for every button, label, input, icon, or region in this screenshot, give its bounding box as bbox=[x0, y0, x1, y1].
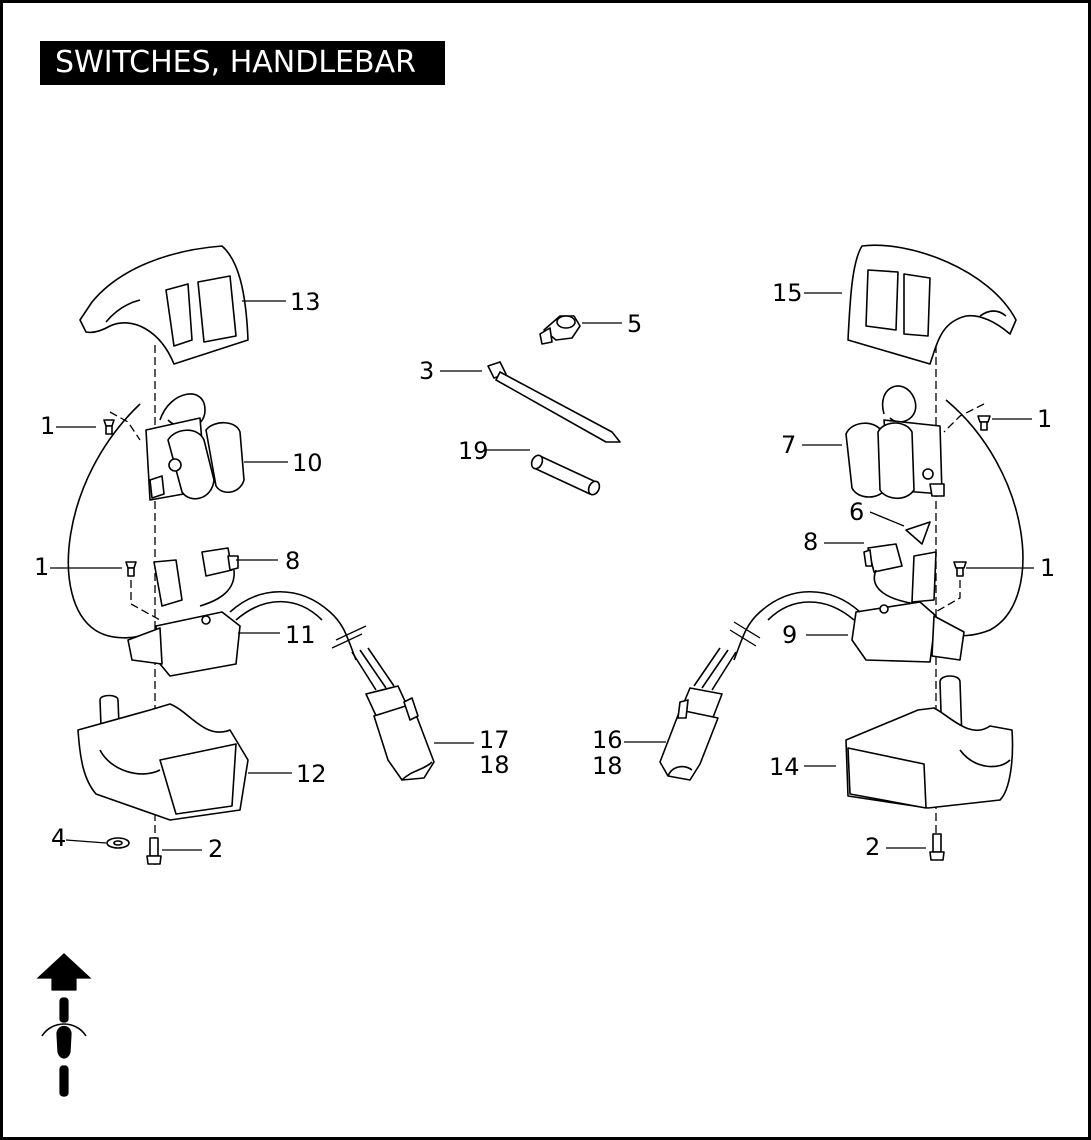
callout-14: 14 bbox=[769, 753, 800, 781]
left-screw-upper bbox=[103, 419, 115, 435]
left-cable-inner bbox=[235, 600, 323, 621]
leader-lines bbox=[50, 292, 1034, 851]
right-assembly bbox=[659, 244, 1024, 861]
left-screw-bottom bbox=[146, 837, 162, 865]
right-long-wire bbox=[943, 399, 1024, 637]
left-wires bbox=[351, 647, 395, 691]
right-switch-module bbox=[845, 419, 945, 500]
right-cable bbox=[733, 591, 861, 661]
cable-strap bbox=[487, 361, 621, 443]
callout-16: 16 bbox=[592, 726, 623, 754]
callout-1-right-upper: 1 bbox=[1037, 405, 1052, 433]
right-screw-lower bbox=[953, 561, 967, 577]
callout-2-right: 2 bbox=[865, 833, 880, 861]
right-bracket bbox=[911, 551, 937, 603]
page-title: SWITCHES, HANDLEBAR bbox=[40, 41, 445, 85]
callout-7: 7 bbox=[781, 431, 796, 459]
callout-12: 12 bbox=[296, 760, 327, 788]
right-screw-upper-path bbox=[943, 403, 985, 433]
left-cable-break bbox=[331, 625, 367, 649]
callout-1-left-lower: 1 bbox=[34, 553, 49, 581]
front-arrow-icon bbox=[36, 953, 92, 1097]
left-assembly bbox=[67, 245, 435, 865]
callout-17: 17 bbox=[479, 726, 510, 754]
washer-hole bbox=[113, 840, 123, 846]
callout-19: 19 bbox=[458, 437, 489, 465]
right-lower-housing bbox=[845, 675, 1014, 809]
callout-4: 4 bbox=[51, 824, 66, 852]
right-screw-upper bbox=[977, 415, 991, 431]
left-upper-housing bbox=[79, 245, 249, 365]
left-small-connector bbox=[199, 547, 239, 607]
right-upper-housing bbox=[847, 244, 1017, 365]
left-switch-housing bbox=[127, 611, 241, 677]
callout-10: 10 bbox=[292, 449, 323, 477]
right-wires bbox=[693, 647, 737, 691]
wedge bbox=[905, 521, 931, 545]
callout-2-left: 2 bbox=[208, 835, 223, 863]
callout-11: 11 bbox=[285, 621, 316, 649]
right-switch-housing bbox=[851, 601, 965, 663]
left-screw-lower-path bbox=[130, 580, 161, 621]
callout-15: 15 bbox=[772, 279, 803, 307]
callout-13: 13 bbox=[290, 288, 321, 316]
left-long-wire bbox=[67, 403, 151, 639]
left-lower-housing bbox=[77, 694, 249, 821]
left-connector bbox=[365, 685, 435, 781]
left-screw-upper-path bbox=[109, 411, 141, 441]
callout-8-left: 8 bbox=[285, 547, 300, 575]
right-wire-loop bbox=[881, 385, 917, 423]
right-connector bbox=[659, 687, 723, 781]
callout-1-right-lower: 1 bbox=[1040, 554, 1055, 582]
callout-labels: 13 1 10 1 8 11 17 18 12 4 2 5 3 19 15 1 … bbox=[34, 279, 1055, 863]
left-switch-module bbox=[145, 417, 245, 501]
right-cable-break bbox=[729, 621, 761, 647]
right-screw-bottom bbox=[929, 833, 945, 861]
callout-9: 9 bbox=[782, 621, 797, 649]
callout-1-left-upper: 1 bbox=[40, 412, 55, 440]
callout-3: 3 bbox=[419, 357, 434, 385]
callout-18-left: 18 bbox=[479, 751, 510, 779]
clip bbox=[539, 315, 581, 345]
right-screw-lower-path bbox=[931, 580, 961, 615]
callout-8-right: 8 bbox=[803, 528, 818, 556]
right-cable-inner bbox=[767, 601, 855, 621]
left-screw-lower bbox=[125, 561, 137, 577]
callout-5: 5 bbox=[627, 310, 642, 338]
sleeve bbox=[530, 454, 601, 496]
center-parts bbox=[487, 315, 621, 496]
right-small-connector bbox=[863, 543, 917, 605]
callout-18-right: 18 bbox=[592, 752, 623, 780]
callout-6: 6 bbox=[849, 498, 864, 526]
left-bracket bbox=[153, 559, 183, 607]
